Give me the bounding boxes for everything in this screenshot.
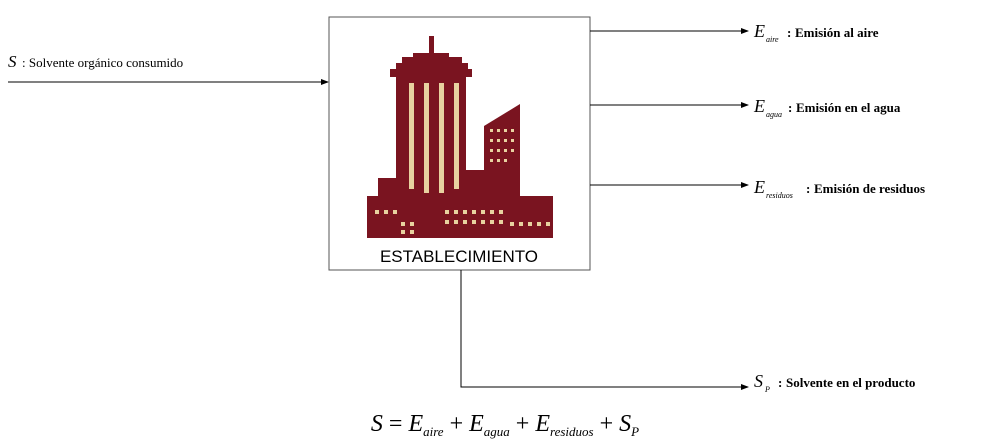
input-description: : Solvente orgánico consumido bbox=[22, 55, 183, 70]
equation-term-4-subscript: P bbox=[630, 424, 639, 439]
input-symbol: S bbox=[8, 52, 17, 71]
equation-plus-2: + bbox=[516, 411, 530, 437]
output-aire-description: Emisión al aire bbox=[795, 25, 879, 40]
product-symbol: S bbox=[754, 371, 763, 391]
equation-equals: = bbox=[389, 411, 403, 437]
output-aire-subscript: aire bbox=[766, 35, 779, 44]
product-label: S P : Solvente en el producto bbox=[754, 371, 915, 394]
equation-lhs: S bbox=[371, 411, 383, 437]
product-arrow bbox=[460, 270, 749, 390]
input-colon: : bbox=[22, 55, 29, 70]
equation-term-2-symbol: E bbox=[468, 411, 484, 437]
equation-plus-1: + bbox=[450, 411, 464, 437]
equation-term-1-symbol: E bbox=[407, 411, 423, 437]
product-subscript: P bbox=[764, 385, 770, 394]
equation-term-1-subscript: aire bbox=[423, 424, 444, 439]
product-description: Solvente en el producto bbox=[786, 375, 915, 390]
output-residuos-subscript: residuos bbox=[766, 191, 793, 200]
output-agua-subscript: agua bbox=[766, 110, 782, 119]
input-label: S : Solvente orgánico consumido bbox=[8, 52, 183, 71]
equation-plus-3: + bbox=[600, 411, 614, 437]
output-aire-symbol: E bbox=[753, 21, 765, 41]
product-colon: : bbox=[778, 375, 782, 390]
output-label-residuos: E residuos : Emisión de residuos bbox=[753, 177, 925, 200]
output-label-aire: E aire : Emisión al aire bbox=[753, 21, 879, 44]
input-description-text: Solvente orgánico consumido bbox=[29, 55, 183, 70]
output-aire-colon: : bbox=[787, 25, 791, 40]
establishment-label: ESTABLECIMIENTO bbox=[380, 247, 538, 266]
equation-term-2-subscript: agua bbox=[484, 424, 511, 439]
output-label-agua: E agua : Emisión en el agua bbox=[753, 96, 901, 119]
output-residuos-symbol: E bbox=[753, 177, 765, 197]
equation-term-3-subscript: residuos bbox=[550, 424, 594, 439]
equation-term-4-symbol: S bbox=[619, 411, 631, 437]
output-agua-colon: : bbox=[788, 100, 792, 115]
output-agua-description: Emisión en el agua bbox=[796, 100, 901, 115]
output-residuos-colon: : bbox=[806, 181, 810, 196]
mass-balance-equation: S = Eaire + Eagua + Eresiduos + SP bbox=[371, 411, 639, 442]
building-icon bbox=[367, 36, 553, 238]
output-agua-symbol: E bbox=[753, 96, 765, 116]
equation-term-3-symbol: E bbox=[534, 411, 550, 437]
output-residuos-description: Emisión de residuos bbox=[814, 181, 925, 196]
